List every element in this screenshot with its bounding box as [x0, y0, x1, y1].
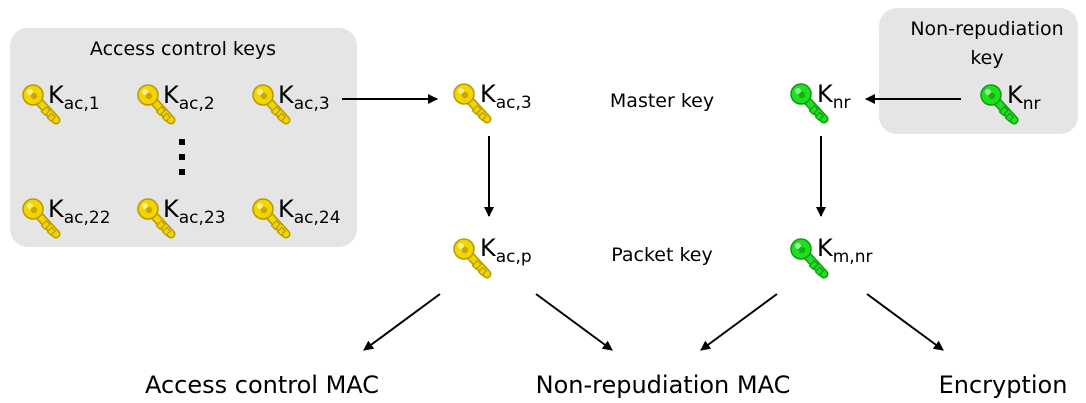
- key-subscript-label: ac,2: [179, 94, 215, 114]
- key-subscript-label: ac,22: [64, 208, 111, 228]
- key-subscript-label: ac,3: [496, 93, 532, 113]
- svg-text:Kac,1: Kac,1: [48, 81, 100, 114]
- arrow-to-access-control-mac: [363, 293, 441, 351]
- svg-text:Kac,p: Kac,p: [480, 234, 532, 267]
- key-base-label: K: [817, 80, 834, 108]
- svg-text:Kac,22: Kac,22: [48, 195, 111, 228]
- svg-text:Knr: Knr: [817, 80, 851, 113]
- output-access-control-mac: Access control MAC: [145, 371, 379, 399]
- svg-text:Knr: Knr: [1007, 81, 1041, 114]
- key-subscript-label: ac,1: [64, 94, 100, 114]
- svg-text:Kac,3: Kac,3: [278, 81, 330, 114]
- key-base-label: K: [163, 195, 180, 223]
- key-subscript-label: ac,3: [294, 94, 330, 114]
- non-repudiation-source-key: Knr: [981, 81, 1041, 121]
- arrow-to-encryption: [866, 293, 944, 351]
- arrow-nr-to-non-repudiation-mac: [700, 293, 778, 351]
- svg-text:Kac,2: Kac,2: [163, 81, 215, 114]
- key-base-label: K: [480, 80, 497, 108]
- key-base-label: K: [817, 234, 834, 262]
- output-non-repudiation-mac: Non-repudiation MAC: [536, 371, 791, 399]
- packet-key-label: Packet key: [611, 244, 712, 266]
- key-ac-2: Kac,2: [138, 81, 215, 121]
- key-base-label: K: [48, 81, 65, 109]
- svg-text:Kac,24: Kac,24: [278, 195, 341, 228]
- key-subscript-label: ac,p: [496, 247, 532, 267]
- master-key-ac: Kac,3: [454, 80, 532, 120]
- non-repudiation-key-group: [879, 8, 1078, 134]
- key-subscript-label: nr: [833, 93, 851, 113]
- svg-text:Kac,3: Kac,3: [480, 80, 532, 113]
- master-key-nr: Knr: [791, 80, 851, 120]
- key-subscript-label: ac,23: [179, 208, 226, 228]
- non-repudiation-title-line1: Non-repudiation: [910, 18, 1063, 40]
- key-ac-24: Kac,24: [253, 195, 341, 235]
- key-ac-1: Kac,1: [23, 81, 100, 121]
- key-ac-3: Kac,3: [253, 81, 330, 121]
- packet-key-ac: Kac,p: [454, 234, 532, 275]
- key-base-label: K: [278, 81, 295, 109]
- svg-text:Km,nr: Km,nr: [817, 234, 872, 267]
- output-encryption: Encryption: [939, 371, 1068, 399]
- master-key-label: Master key: [610, 90, 714, 112]
- key-base-label: K: [163, 81, 180, 109]
- packet-key-nr: Km,nr: [791, 234, 872, 275]
- non-repudiation-title-line2: key: [970, 47, 1003, 69]
- key-ac-22: Kac,22: [23, 195, 111, 235]
- key-subscript-label: ac,24: [294, 208, 341, 228]
- key-subscript-label: m,nr: [833, 247, 873, 267]
- key-base-label: K: [48, 195, 65, 223]
- key-subscript-label: nr: [1023, 94, 1041, 114]
- access-control-keys-group: [10, 28, 357, 247]
- key-base-label: K: [278, 195, 295, 223]
- key-base-label: K: [1007, 81, 1024, 109]
- vertical-ellipsis: [179, 139, 185, 175]
- key-ac-23: Kac,23: [138, 195, 226, 235]
- access-control-keys-title: Access control keys: [90, 38, 276, 60]
- svg-text:Kac,23: Kac,23: [163, 195, 226, 228]
- key-base-label: K: [480, 234, 497, 262]
- arrow-ac-to-non-repudiation-mac: [535, 293, 613, 351]
